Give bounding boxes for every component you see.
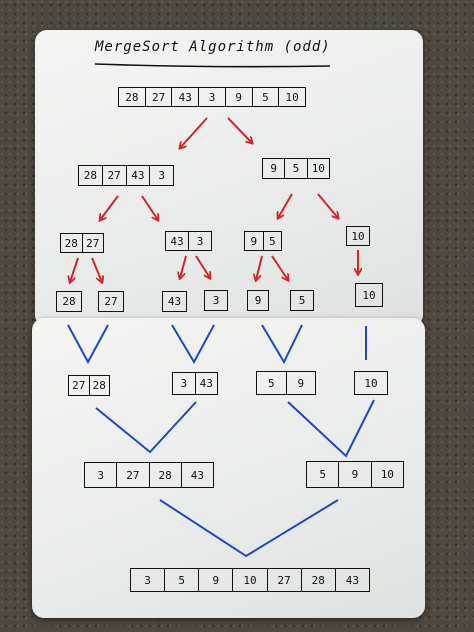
array-cell: 27 bbox=[266, 569, 301, 591]
array-cell: 27 bbox=[104, 295, 118, 308]
array-split-d: 10 bbox=[346, 226, 370, 246]
single-item: 27 bbox=[98, 291, 124, 312]
array-cell: 5 bbox=[284, 159, 306, 178]
array-cell: 28 bbox=[62, 295, 76, 308]
array-cell: 10 bbox=[351, 229, 365, 243]
array-cell: 43 bbox=[170, 234, 184, 248]
array-cell: 9 bbox=[224, 88, 252, 106]
array-cell: 10 bbox=[370, 462, 403, 487]
array-cell: 5 bbox=[251, 88, 279, 106]
array-cell: 43 bbox=[334, 569, 369, 591]
single-item: 43 bbox=[162, 291, 187, 312]
array-cell: 3 bbox=[144, 573, 151, 587]
array-cell: 10 bbox=[306, 159, 329, 178]
array-cell: 3 bbox=[198, 88, 225, 106]
array-cell: 27 bbox=[81, 234, 104, 252]
array-cell: 5 bbox=[267, 376, 275, 390]
single-item: 28 bbox=[56, 291, 82, 312]
array-cell: 9 bbox=[254, 294, 262, 307]
array-cell: 3 bbox=[188, 232, 211, 250]
array-cell: 27 bbox=[144, 88, 172, 106]
array-cell: 27 bbox=[72, 379, 86, 392]
array-merge-b: 3 43 bbox=[172, 372, 218, 395]
array-cell: 9 bbox=[250, 234, 258, 248]
array-cell: 3 bbox=[97, 468, 104, 482]
array-cell: 28 bbox=[148, 463, 181, 487]
single-item: 10 bbox=[355, 283, 383, 307]
array-cell: 43 bbox=[125, 166, 150, 185]
array-cell: 3 bbox=[212, 294, 220, 307]
array-split-b: 43 3 bbox=[165, 231, 212, 251]
array-cell: 10 bbox=[362, 288, 376, 302]
array-cell: 10 bbox=[232, 569, 266, 591]
array-merge-d: 10 bbox=[354, 371, 388, 395]
single-item: 5 bbox=[290, 290, 314, 311]
array-cell: 9 bbox=[285, 372, 316, 394]
array-cell: 3 bbox=[180, 377, 188, 390]
array-cell: 27 bbox=[101, 166, 126, 185]
array-cell: 28 bbox=[64, 236, 78, 250]
array-cell: 28 bbox=[83, 169, 97, 182]
single-item: 3 bbox=[204, 290, 228, 311]
diagram-title: MergeSort Algorithm (odd) bbox=[95, 39, 331, 55]
array-cell: 28 bbox=[300, 569, 335, 591]
array-cell: 43 bbox=[171, 88, 198, 106]
array-cell: 43 bbox=[167, 295, 182, 308]
single-item: 9 bbox=[247, 290, 269, 311]
array-cell: 3 bbox=[149, 166, 173, 185]
array-cell: 9 bbox=[270, 162, 277, 175]
array-cell: 5 bbox=[164, 569, 198, 591]
array-cell: 10 bbox=[278, 88, 305, 106]
array-cell: 43 bbox=[194, 373, 218, 394]
array-cell: 28 bbox=[88, 376, 110, 395]
array-cell: 9 bbox=[198, 569, 232, 591]
array-cell: 9 bbox=[338, 462, 370, 487]
array-cell: 28 bbox=[125, 90, 139, 104]
array-cell: 5 bbox=[319, 468, 326, 481]
array-cell: 27 bbox=[116, 463, 148, 487]
array-cell: 10 bbox=[364, 376, 378, 390]
array-cell: 43 bbox=[180, 463, 213, 487]
array-cell: 5 bbox=[298, 294, 306, 307]
array-cell: 5 bbox=[262, 232, 282, 250]
